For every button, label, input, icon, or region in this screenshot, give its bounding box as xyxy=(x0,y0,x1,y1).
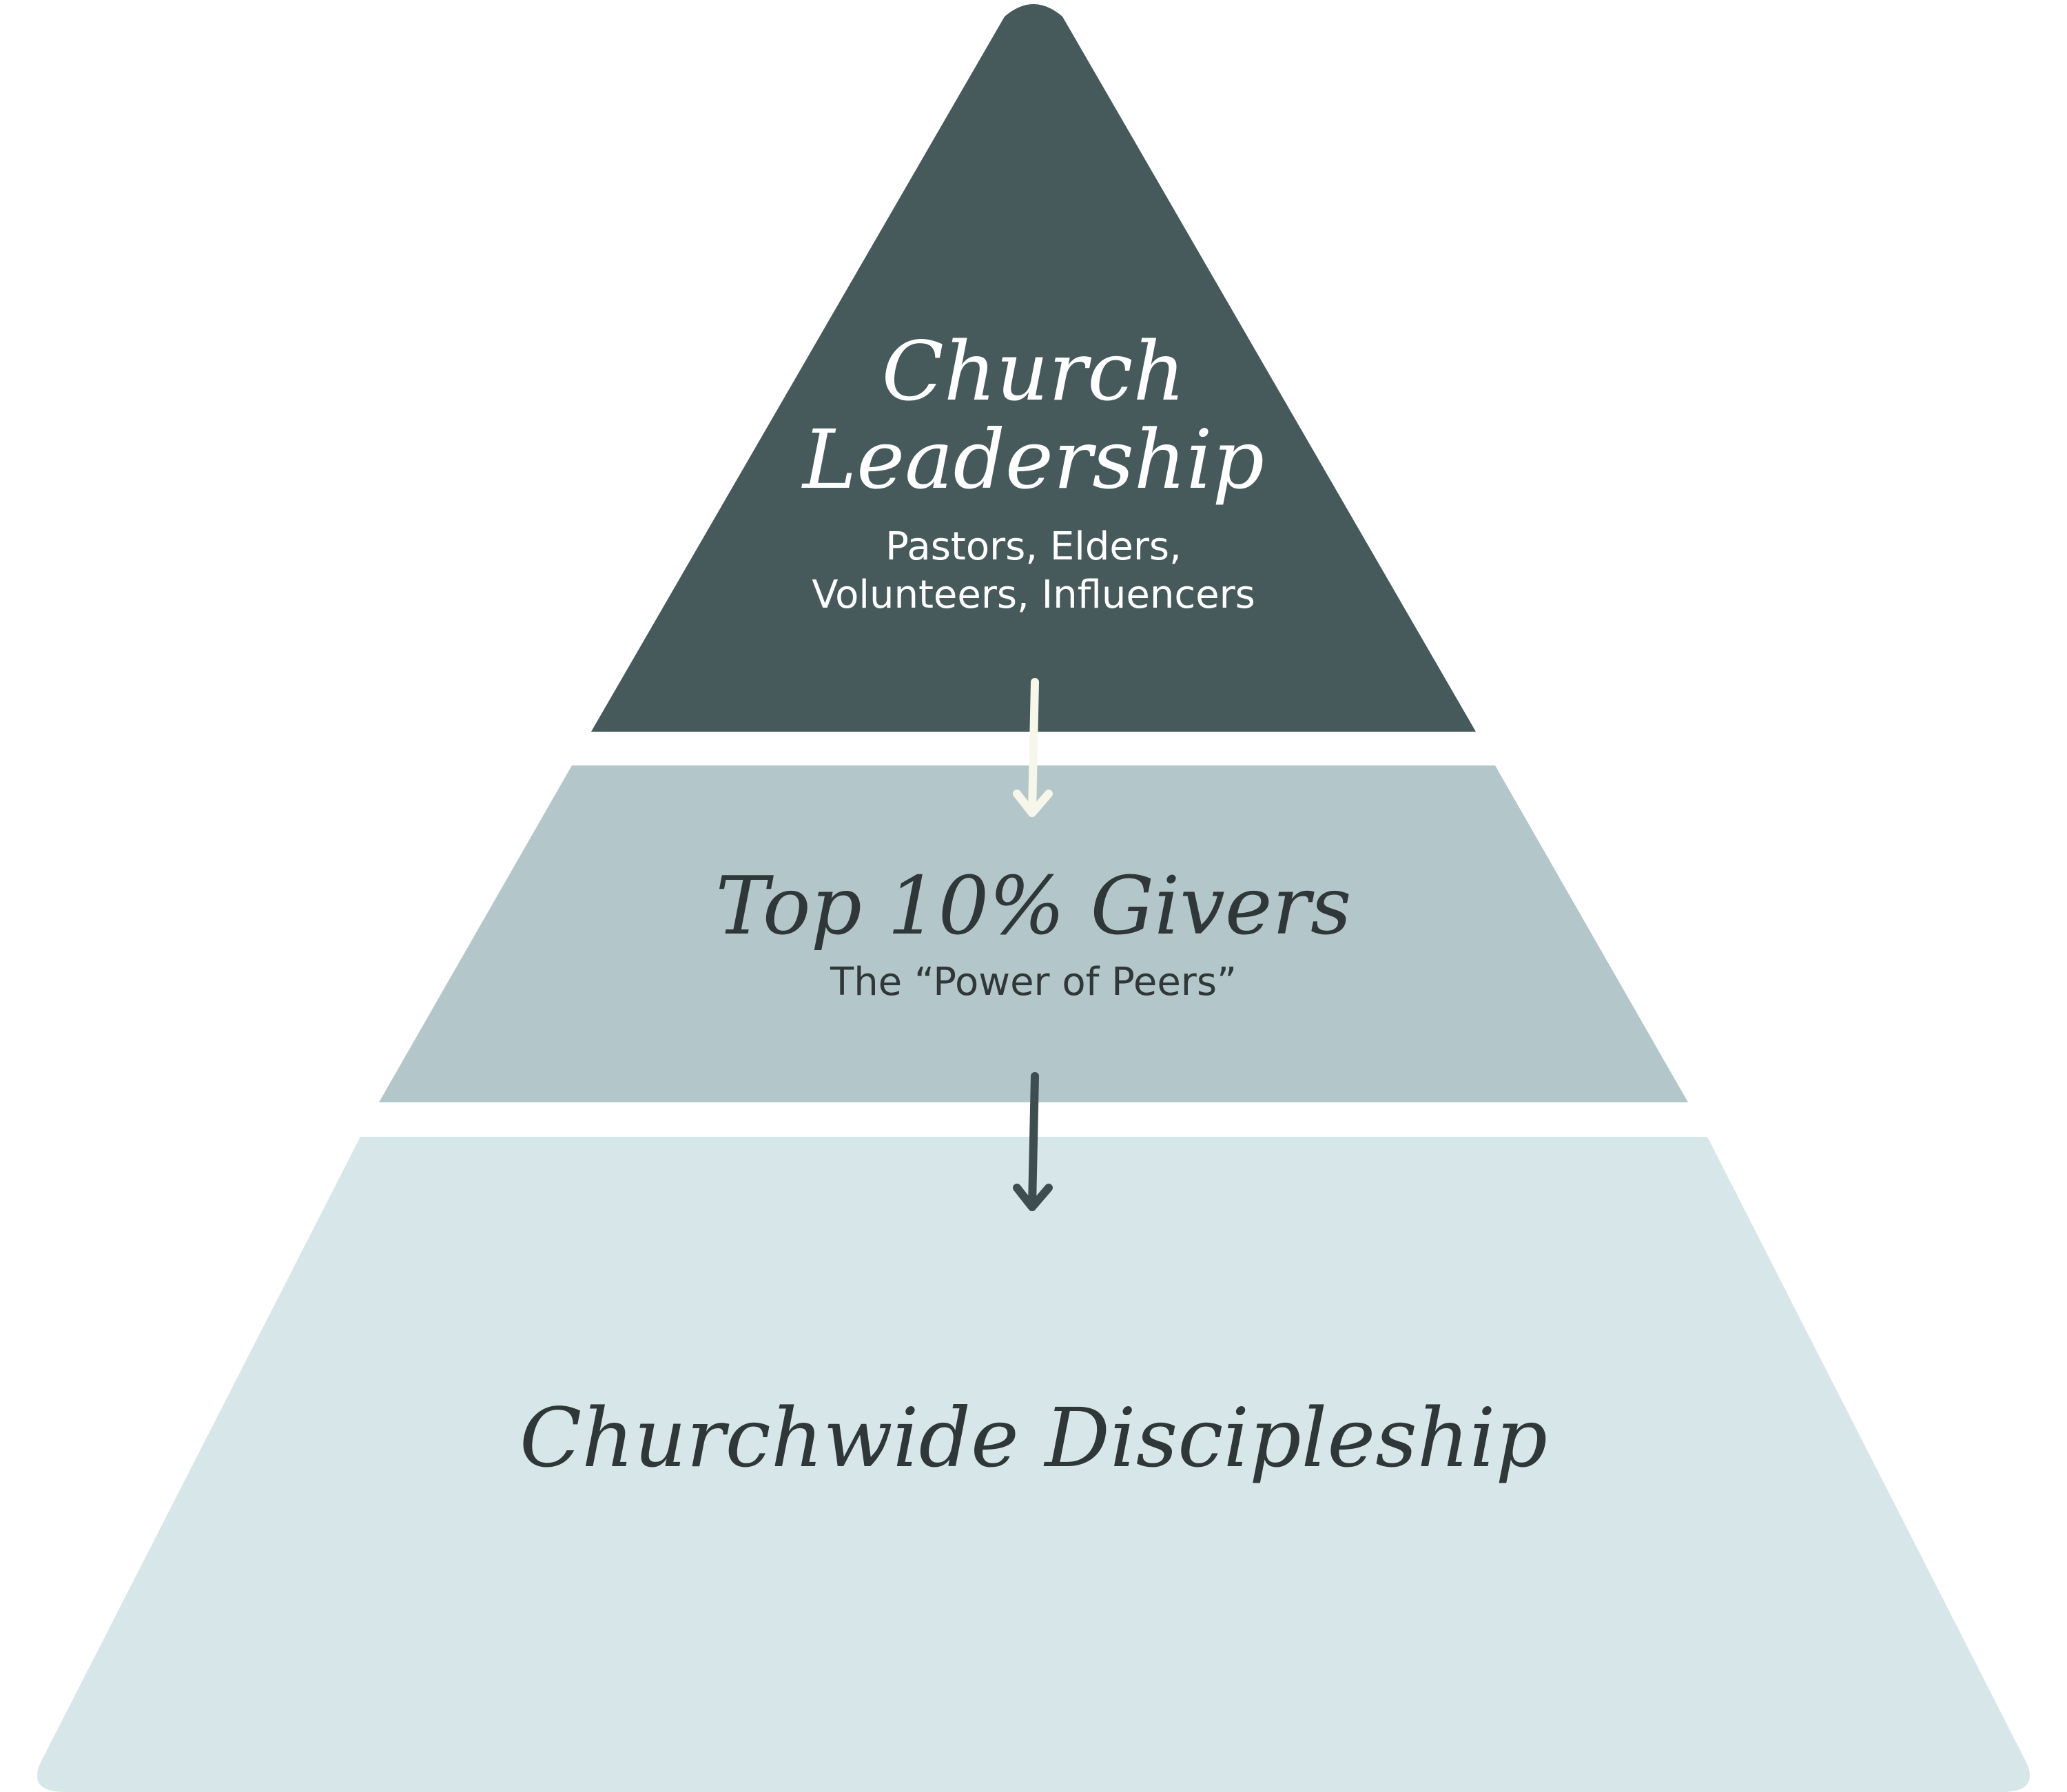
arrow-middle-to-bottom-head xyxy=(1013,1184,1053,1211)
tier-top-subtitle-line1: Pastors, Elders, xyxy=(885,524,1182,569)
tier-bottom-shape xyxy=(37,1137,2030,1792)
tier-middle-shape xyxy=(379,765,1688,1102)
tier-top-shape xyxy=(591,4,1476,732)
tier-bottom-title: Churchwide Discipleship xyxy=(520,1390,1547,1485)
tier-top-title-line1: Church xyxy=(882,324,1186,419)
arrow-middle-to-bottom xyxy=(1013,1072,1053,1211)
tier-top-subtitle-line2: Volunteers, Influencers xyxy=(812,573,1255,617)
tier-middle-title: Top 10% Givers xyxy=(716,860,1352,953)
arrow-top-to-middle xyxy=(1013,678,1053,817)
tier-top-title-line2: Leadership xyxy=(801,412,1264,507)
tier-middle-subtitle: The “Power of Peers” xyxy=(830,960,1237,1005)
arrow-middle-to-bottom-shaft xyxy=(1028,1072,1039,1210)
arrow-top-to-middle-shaft xyxy=(1028,678,1039,816)
arrow-top-to-middle-head xyxy=(1013,790,1053,817)
